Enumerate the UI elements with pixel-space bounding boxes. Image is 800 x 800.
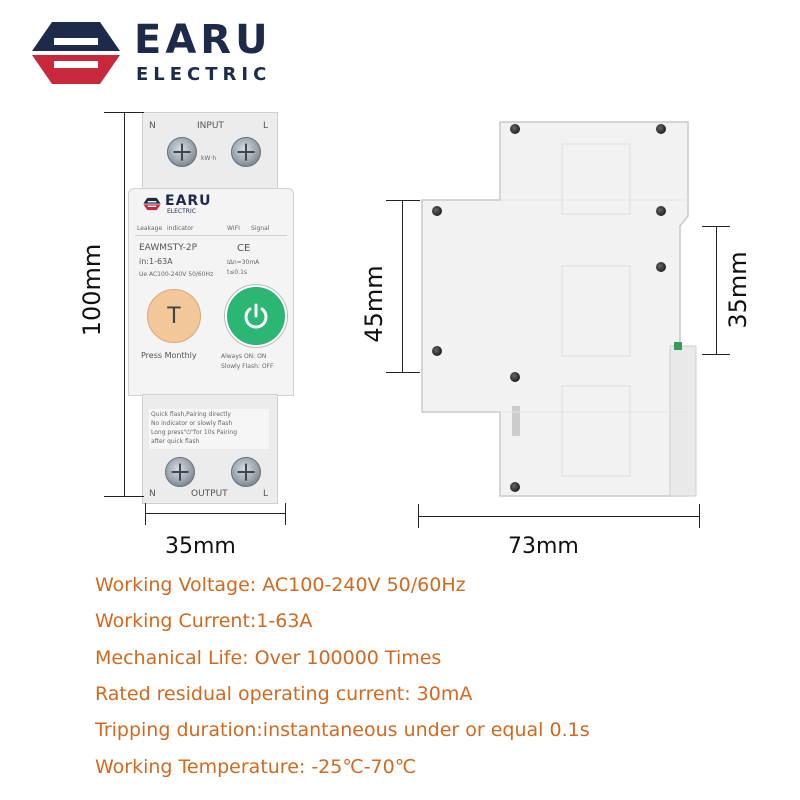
current-rating: in:1-63A (139, 257, 173, 266)
press-monthly-label: Press Monthly (141, 351, 197, 360)
side-profile-icon (421, 121, 697, 497)
spec-line: Rated residual operating current: 30mA (95, 683, 473, 705)
leak-rating: IΔn=30mA (227, 259, 260, 266)
side-screw (656, 262, 666, 272)
spec-line: Tripping duration:instantaneous under or… (95, 719, 590, 741)
kwh-label: kW·h (201, 155, 217, 162)
brand-subtitle: ELECTRIC (136, 64, 272, 85)
front-width-right-tick (285, 503, 286, 525)
height-dimension-line (124, 112, 125, 496)
instruction-line: after quick flash (151, 438, 200, 445)
side-left-dim-label: 45mm (360, 265, 388, 343)
instruction-line: No indicator or slowly flash (151, 420, 233, 427)
indicator-label: indicator (167, 225, 194, 232)
height-dim-bottom-tick (104, 496, 144, 497)
model-label: EAWMSTY-2P (139, 243, 198, 253)
side-screw (432, 206, 442, 216)
side-right-dim-line (716, 226, 717, 354)
input-label: INPUT (197, 121, 224, 131)
input-n-screw (167, 137, 197, 167)
instruction-line: Quick flash,Pairing directly (151, 411, 231, 418)
side-depth-label: 73mm (508, 534, 579, 559)
side-screw (510, 124, 520, 134)
front-width-label: 35mm (165, 534, 236, 559)
brand-name: EARU (134, 17, 272, 63)
output-l-screw (231, 457, 261, 487)
instruction-line: Long press"⏻"for 10s Pairing (151, 429, 238, 436)
output-terminal-block: Quick flash,Pairing directly No indicato… (142, 394, 278, 504)
side-screw (432, 346, 442, 356)
input-l-label: L (263, 121, 269, 131)
voltage-rating: Ue AC100-240V 50/60Hz (139, 271, 214, 278)
wifi-label: WIFI (227, 225, 240, 232)
brand-logo: EARU ELECTRIC (30, 18, 290, 88)
height-dimension-label: 100mm (78, 243, 106, 337)
side-device (412, 116, 702, 508)
front-device: N INPUT L kW·h EARU ELECTRIC Leakage ind… (122, 112, 298, 504)
ce-mark: CE (237, 243, 251, 254)
mini-brand-name: EARU (165, 193, 212, 209)
side-screw (510, 372, 520, 382)
output-n-label: N (149, 489, 156, 499)
input-n-label: N (149, 121, 156, 131)
spec-line: Working Temperature: -25℃-70℃ (95, 756, 417, 778)
spec-line: Working Current:1-63A (95, 610, 313, 632)
output-label: OUTPUT (191, 489, 228, 499)
output-n-screw (165, 457, 195, 487)
always-on-label: Always ON: ON (221, 353, 267, 360)
spec-line: Mechanical Life: Over 100000 Times (95, 647, 442, 669)
side-screw (656, 206, 666, 216)
slowly-flash-label: Slowly Flash: OFF (221, 363, 274, 370)
mini-logo-icon (143, 197, 161, 211)
power-icon (244, 303, 268, 329)
power-button[interactable] (225, 285, 287, 347)
side-right-dim-label: 35mm (724, 251, 752, 329)
instructions-panel: Quick flash,Pairing directly No indicato… (149, 409, 269, 449)
logo-emblem-icon (32, 22, 120, 84)
side-screw (656, 124, 666, 134)
side-depth-left-tick (418, 504, 419, 528)
front-width-line (145, 513, 285, 514)
signal-label: Signal (251, 225, 270, 232)
side-depth-line (418, 516, 700, 517)
spec-line: Working Voltage: AC100-240V 50/60Hz (95, 574, 466, 596)
side-depth-right-tick (699, 504, 700, 528)
trip-time: t≤0.1s (227, 269, 248, 276)
side-screw (510, 482, 520, 492)
mini-brand-sub: ELECTRIC (167, 208, 196, 215)
face-divider (135, 235, 287, 236)
leakage-label: Leakage (137, 225, 163, 232)
side-left-dim-top-tick (386, 200, 420, 201)
side-right-dim-top-tick (702, 226, 730, 227)
test-button-label: T (167, 303, 181, 329)
front-width-left-tick (145, 503, 146, 525)
side-left-dim-line (402, 200, 403, 372)
side-left-dim-bottom-tick (386, 372, 420, 373)
output-l-label: L (263, 489, 269, 499)
input-l-screw (231, 137, 261, 167)
device-face: EARU ELECTRIC Leakage indicator WIFI Sig… (128, 188, 294, 396)
height-dim-top-tick (104, 112, 144, 113)
side-right-dim-bottom-tick (702, 354, 730, 355)
test-button[interactable]: T (147, 289, 201, 343)
input-terminal-block: N INPUT L kW·h (142, 112, 278, 192)
